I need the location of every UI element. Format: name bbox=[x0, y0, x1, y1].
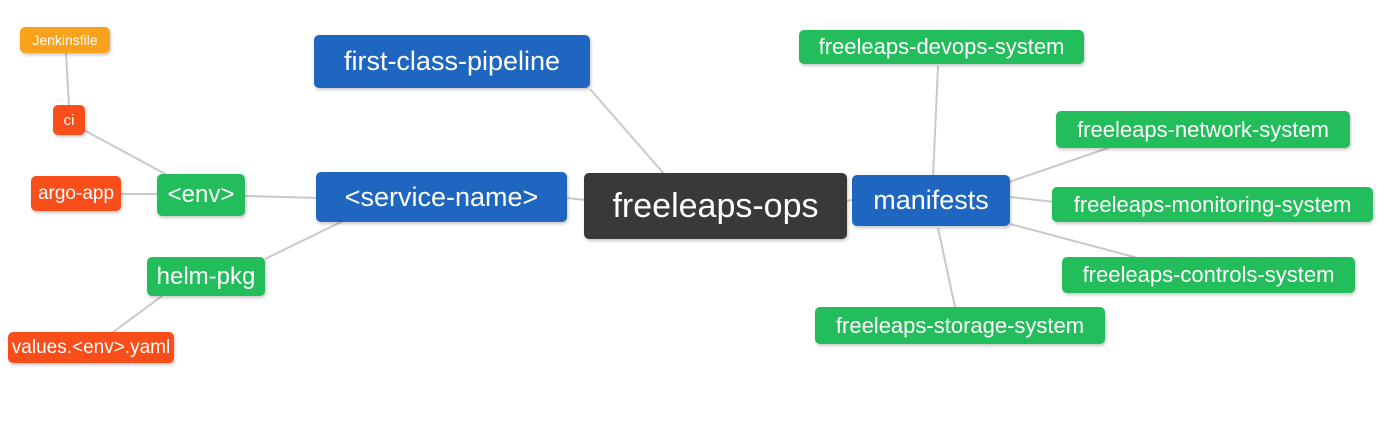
node-argo-app[interactable]: argo-app bbox=[31, 176, 121, 211]
node-freeleaps-devops-system[interactable]: freeleaps-devops-system bbox=[799, 30, 1084, 64]
node-freeleaps-ops-root[interactable]: freeleaps-ops bbox=[584, 173, 847, 239]
node-freeleaps-storage-system[interactable]: freeleaps-storage-system bbox=[815, 307, 1105, 344]
edge-manifests-storage-system bbox=[937, 227, 956, 308]
node-values-env-yaml[interactable]: values.<env>.yaml bbox=[8, 332, 174, 363]
node-manifests[interactable]: manifests bbox=[852, 175, 1010, 226]
edge-pipeline-freeleaps-ops bbox=[589, 88, 666, 176]
edge-ci-env bbox=[83, 129, 181, 183]
node-ci[interactable]: ci bbox=[53, 105, 85, 135]
edge-helm-pkg-service-name bbox=[264, 219, 346, 260]
edge-manifests-monitoring-system bbox=[1009, 196, 1056, 203]
edge-manifests-controls-system bbox=[1009, 223, 1139, 259]
node-helm-pkg[interactable]: helm-pkg bbox=[147, 257, 265, 296]
node-env[interactable]: <env> bbox=[157, 174, 245, 216]
node-service-name[interactable]: <service-name> bbox=[316, 172, 567, 222]
node-freeleaps-controls-system[interactable]: freeleaps-controls-system bbox=[1062, 257, 1355, 293]
node-first-class-pipeline[interactable]: first-class-pipeline bbox=[314, 35, 590, 88]
edge-manifests-network-system bbox=[1008, 147, 1109, 183]
node-freeleaps-monitoring-system[interactable]: freeleaps-monitoring-system bbox=[1052, 187, 1373, 222]
edge-env-service-name bbox=[244, 195, 321, 199]
edge-manifests-devops-system bbox=[932, 65, 939, 178]
node-jenkinsfile[interactable]: Jenkinsfile bbox=[20, 27, 110, 53]
edge-values-helm-pkg bbox=[111, 295, 163, 334]
node-freeleaps-network-system[interactable]: freeleaps-network-system bbox=[1056, 111, 1350, 148]
edge-jenkinsfile-ci bbox=[65, 52, 70, 107]
